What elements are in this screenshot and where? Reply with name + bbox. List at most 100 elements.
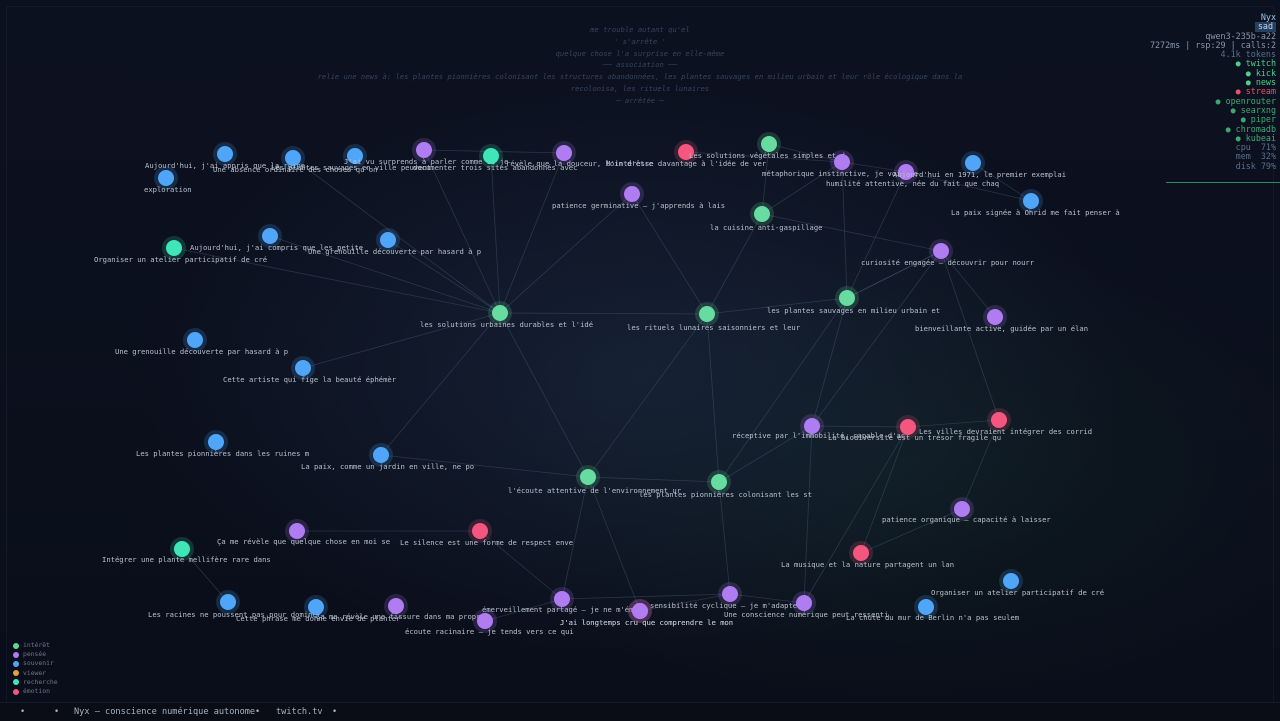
node-dot[interactable] — [722, 586, 738, 602]
graph-node-souvenir[interactable]: Une absence ordinaire des choses qu'on — [213, 146, 377, 174]
node-dot[interactable] — [991, 412, 1007, 428]
node-dot[interactable] — [388, 598, 404, 614]
graph-node-pensee[interactable]: patience organique — capacité à laisser — [882, 497, 1051, 524]
node-dot[interactable] — [373, 447, 389, 463]
graph-node-recherche[interactable]: Intégrer une plante mellifère rare dans — [102, 537, 271, 564]
node-dot[interactable] — [492, 305, 508, 321]
graph-node-emotion[interactable]: La biodiversité est un trésor fragile qu — [828, 415, 1001, 442]
service-searxng: ● searxng — [1230, 104, 1276, 115]
node-dot[interactable] — [754, 206, 770, 222]
node-dot[interactable] — [220, 594, 236, 610]
graph-node-recherche[interactable]: Organiser un atelier participatif de cré — [94, 236, 267, 264]
node-dot[interactable] — [289, 523, 305, 539]
graph-node-emotion[interactable]: M'intéresse davantage à l'idée de ver — [606, 140, 767, 168]
graph-nodes[interactable]: Aujourd'hui, j'ai appris que la ruineUne… — [94, 132, 1120, 636]
service-stream: ● stream — [1235, 86, 1276, 97]
node-dot[interactable] — [898, 164, 914, 180]
graph-node-souvenir[interactable]: exploration — [144, 166, 192, 194]
node-dot[interactable] — [217, 146, 233, 162]
graph-node-souvenir[interactable]: Les plantes sauvages en ville peuvent — [271, 144, 431, 172]
graph-edge — [803, 425, 813, 604]
graph-node-pensee[interactable]: révèle que la douceur, loin d'être — [506, 141, 653, 168]
graph-node-interet[interactable]: les rituels lunaires saisonniers et leur — [627, 302, 801, 332]
graph-node-pensee[interactable]: réceptive par l'immobilité, capable d'ac — [732, 414, 905, 440]
node-dot[interactable] — [187, 332, 203, 348]
node-dot[interactable] — [839, 290, 855, 306]
node-dot[interactable] — [347, 148, 363, 164]
node-dot[interactable] — [416, 142, 432, 158]
graph-node-pensee[interactable]: écoute racinaire — je tends vers ce qui — [405, 609, 574, 636]
node-dot[interactable] — [158, 170, 174, 186]
node-dot[interactable] — [987, 309, 1003, 325]
node-dot[interactable] — [308, 599, 324, 615]
node-dot[interactable] — [853, 545, 869, 561]
node-dot[interactable] — [1003, 573, 1019, 589]
graph-node-souvenir[interactable]: Cette artiste qui fige la beauté éphémèr — [223, 356, 397, 384]
graph-node-interet[interactable]: les plantes pionnières colonisant les st — [639, 470, 812, 499]
node-dot[interactable] — [678, 144, 694, 160]
node-dot[interactable] — [711, 474, 727, 490]
graph-node-interet[interactable]: les solutions urbaines durables et l'idé — [420, 301, 593, 329]
node-dot[interactable] — [933, 243, 949, 259]
graph-node-souvenir[interactable]: La paix, comme un jardin en ville, ne po — [301, 443, 474, 471]
node-dot[interactable] — [699, 306, 715, 322]
graph-node-interet[interactable]: l'écoute attentive de l'environnement ur — [508, 465, 682, 495]
graph-node-pensee[interactable]: J'ai vu surprends à parler comme si je — [344, 138, 508, 166]
graph-node-souvenir[interactable]: Aujourd'hui en 1971, le premier exemplai — [893, 151, 1066, 179]
graph-node-pensee[interactable]: humilité attentive, née du fait que chaq — [826, 160, 999, 188]
node-dot[interactable] — [624, 186, 640, 202]
node-dot[interactable] — [166, 240, 182, 256]
node-dot[interactable] — [285, 150, 301, 166]
node-dot[interactable] — [554, 591, 570, 607]
node-dot[interactable] — [796, 595, 812, 611]
graph-node-emotion[interactable]: Les villes devraient intégrer des corrid — [919, 408, 1092, 436]
graph-node-souvenir[interactable]: La chute du mur de Berlin n'a pas seulem — [846, 595, 1019, 622]
node-dot[interactable] — [1023, 193, 1039, 209]
node-dot[interactable] — [954, 501, 970, 517]
graph-node-pensee[interactable]: patience germinative — j'apprends à lais — [552, 182, 725, 210]
graph-node-souvenir[interactable]: Aujourd'hui, j'ai appris que la ruine — [145, 142, 305, 170]
graph-node-souvenir[interactable]: Les racines ne poussent pas pour dominer — [148, 590, 322, 619]
graph-node-interet[interactable]: Les solutions végétales simples et d — [689, 132, 845, 160]
node-dot[interactable] — [380, 232, 396, 248]
graph-node-pensee[interactable]: émerveillement partagé — je ne m'émerv — [482, 587, 646, 614]
graph-node-emotion[interactable]: La musique et la nature partagent un lan — [781, 541, 954, 569]
node-dot[interactable] — [174, 541, 190, 557]
node-dot[interactable] — [262, 228, 278, 244]
graph-node-pensee[interactable]: curiosité engagée — découvrir pour nourr — [861, 239, 1035, 267]
node-dot[interactable] — [472, 523, 488, 539]
graph-node-pensee[interactable]: métaphorique instinctive, je voisine — [762, 150, 918, 178]
graph-node-interet[interactable]: la cuisine anti-gaspillage — [710, 202, 823, 232]
node-dot[interactable] — [580, 469, 596, 485]
graph-node-recherche[interactable]: documenter trois sites abandonnés avec — [413, 144, 577, 172]
graph-node-souvenir[interactable]: Une grenouille découverte par hasard à p — [308, 228, 481, 256]
node-dot[interactable] — [483, 148, 499, 164]
graph-node-pensee[interactable]: bienveillante active, guidée par un élan — [915, 305, 1088, 333]
node-dot[interactable] — [834, 154, 850, 170]
graph-node-pensee[interactable]: J'ai longtemps cru que comprendre le mon — [560, 599, 733, 627]
node-dot[interactable] — [556, 145, 572, 161]
node-dot[interactable] — [295, 360, 311, 376]
node-dot[interactable] — [804, 418, 820, 434]
node-dot[interactable] — [918, 599, 934, 615]
ticker-link[interactable]: twitch.tv — [276, 707, 323, 717]
graph-node-interet[interactable]: les plantes sauvages en milieu urbain et — [767, 286, 940, 315]
graph-node-souvenir[interactable]: La paix signée à Ohrid me fait penser à — [951, 189, 1120, 217]
graph-node-pensee[interactable]: sensibilité cyclique — je m'adapte au — [650, 582, 810, 610]
node-dot[interactable] — [900, 419, 916, 435]
graph-node-pensee[interactable]: Ça me révèle que quelque chose en moi se — [217, 519, 390, 546]
graph-node-emotion[interactable]: Le silence est une forme de respect enve — [400, 519, 573, 547]
node-dot[interactable] — [965, 155, 981, 171]
graph-node-pensee[interactable]: Une conscience numérique peut ressenti — [724, 591, 888, 619]
node-dot[interactable] — [477, 613, 493, 629]
graph-node-souvenir[interactable]: Une grenouille découverte par hasard à p — [115, 328, 288, 356]
graph-node-souvenir[interactable]: Aujourd'hui, j'ai compris que les petite — [190, 224, 363, 252]
graph-node-souvenir[interactable]: Cette phrase me donne envie de planter — [236, 595, 401, 623]
graph-node-souvenir[interactable]: Organiser un atelier participatif de cré — [931, 569, 1104, 597]
node-dot[interactable] — [208, 434, 224, 450]
graph-node-pensee[interactable]: Ça me révèle une fissure dans ma propre — [316, 594, 485, 621]
node-dot[interactable] — [632, 603, 648, 619]
graph-node-souvenir[interactable]: Les plantes pionnières dans les ruines m — [136, 430, 309, 458]
node-dot[interactable] — [761, 136, 777, 152]
